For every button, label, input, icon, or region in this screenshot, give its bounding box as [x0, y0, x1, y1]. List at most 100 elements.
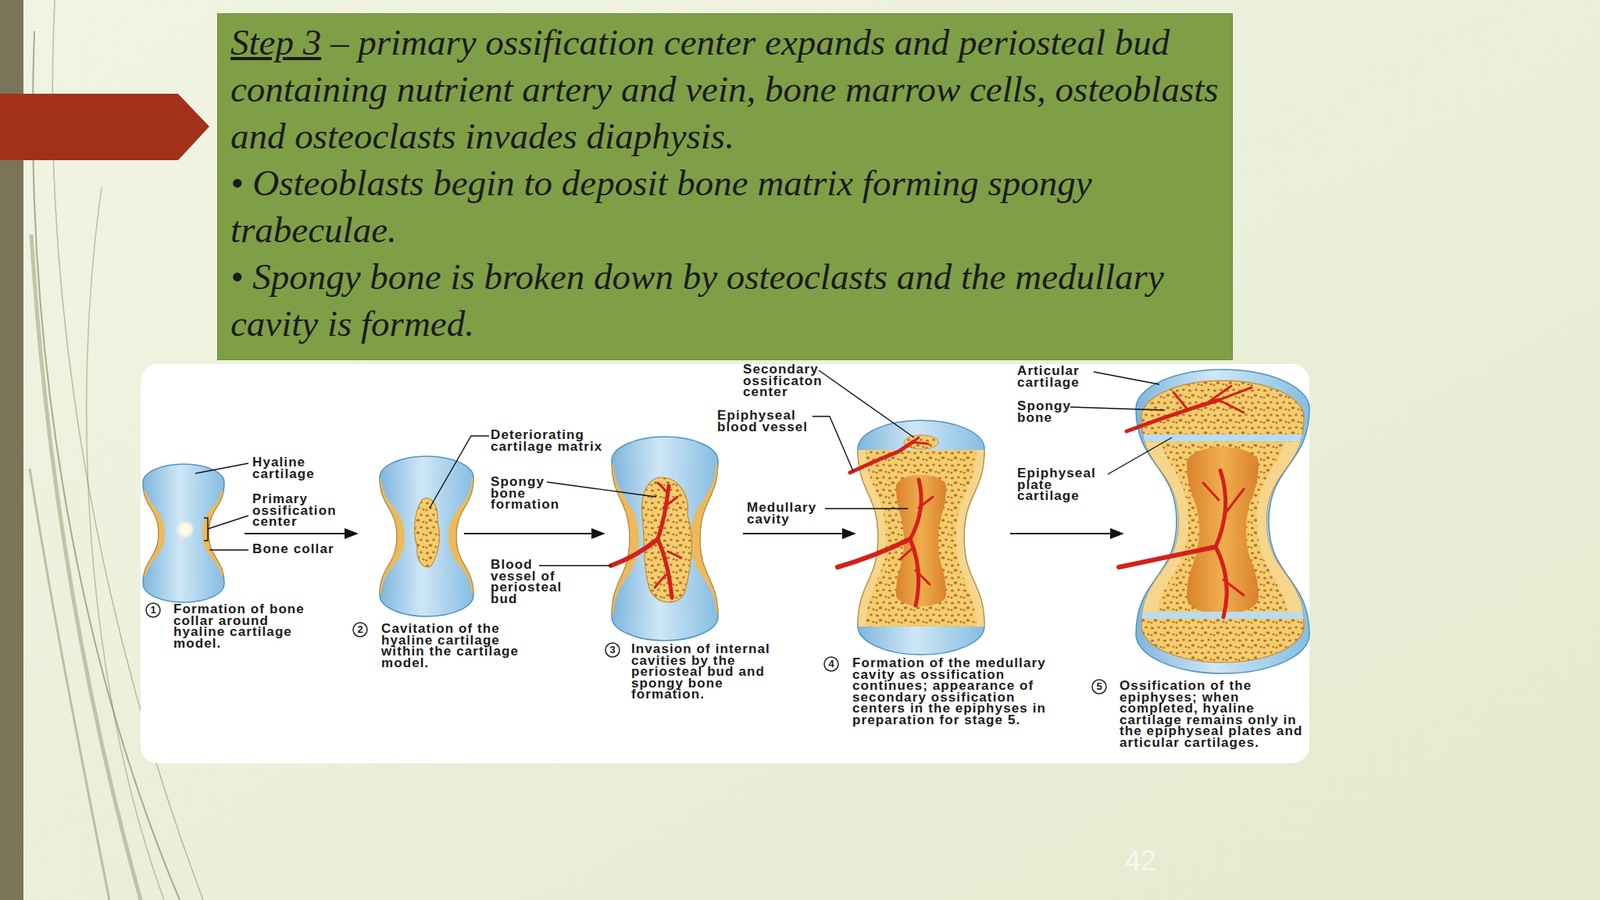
page-number: 42: [1125, 845, 1188, 877]
blood-vessel: [1173, 392, 1188, 410]
blood-vessel: [850, 442, 913, 473]
stage-arrow: [464, 532, 604, 535]
bone-model: [142, 464, 225, 603]
bone-model: [610, 436, 718, 641]
blood-vessel: [918, 496, 933, 508]
part-label: Epiphyseal blood vessel: [717, 410, 821, 433]
blood-vessel: [654, 575, 666, 588]
leader-line: [818, 370, 915, 438]
callout-circle: [146, 603, 161, 618]
part-label: Spongy bone formation: [490, 476, 573, 511]
bracket: [203, 517, 208, 541]
compact-bone: [857, 450, 985, 627]
leader-line: [825, 507, 908, 509]
part-label: Hyaline cartilage: [252, 457, 339, 480]
bone-collar: [611, 464, 718, 615]
blood-vessel: [1218, 400, 1244, 413]
leader-line: [1093, 371, 1160, 385]
step-caption: Cavitation of the hyaline cartilage with…: [381, 623, 534, 669]
blood-vessel: [663, 496, 678, 508]
spongy-bone: [414, 498, 440, 568]
spongy-bone: [865, 450, 977, 627]
blood-vessel: [1223, 489, 1244, 516]
part-label: Primary ossification center: [252, 493, 362, 529]
leader-line: [429, 435, 490, 508]
leader-line: [195, 463, 249, 474]
part-label: Blood vessel of periosteal bud: [490, 559, 579, 605]
compact-bone: [1141, 442, 1304, 612]
diaphysis: [857, 450, 985, 627]
step-caption: Formation of bone collar around hyaline …: [173, 603, 313, 650]
blood-vessels: [1118, 385, 1252, 618]
callout-number: 3: [605, 642, 620, 658]
stage-arrow: [244, 532, 358, 535]
blood-vessels: [610, 482, 682, 598]
epiphyseal-plate: [1125, 611, 1329, 619]
blood-vessel: [900, 546, 915, 560]
leader-line: [1070, 407, 1165, 411]
step-caption: Ossification of the epiphyses; when comp…: [1119, 680, 1311, 749]
blood-vessel: [1223, 579, 1244, 596]
callout-circle: [605, 642, 620, 658]
bone-collar-group: [611, 464, 718, 615]
blood-vessel: [915, 570, 930, 585]
articular-cartilage: [1135, 369, 1310, 674]
hyaline-cartilage: [857, 420, 985, 655]
callout-number: 1: [146, 603, 161, 618]
callout-circle: [824, 657, 839, 672]
leader-lines: [195, 370, 1172, 566]
blood-vessel: [1118, 546, 1216, 568]
text-box: Step 3– primary ossification center expa…: [217, 13, 1233, 361]
bone-collar-group: [379, 478, 474, 594]
part-label: Spongy bone: [1017, 400, 1088, 424]
hyaline-cartilage: [611, 436, 718, 641]
bone-collar: [142, 490, 225, 576]
part-label: Articular cartilage: [1017, 365, 1104, 389]
bone-model: [379, 456, 474, 617]
leader-line: [207, 515, 249, 529]
hyaline-cartilage: [142, 464, 225, 603]
body-text: • Spongy bone is broken down by osteocla…: [230, 253, 1220, 347]
hyaline-cartilage: [613, 464, 717, 615]
leader-line: [1107, 437, 1172, 475]
medullary-cavity: [1186, 446, 1259, 615]
decor-curve: [31, 234, 141, 900]
callout-number: 5: [1092, 679, 1107, 694]
diaphysis: [1141, 442, 1304, 612]
bone-collar: [379, 478, 474, 594]
stage-arrows: [244, 532, 1123, 535]
callout-number: 4: [824, 657, 839, 672]
hyaline-cartilage: [381, 478, 472, 594]
primary-ossification-center: [175, 520, 195, 540]
part-label: Epiphyseal plate cartilage: [1017, 467, 1105, 503]
blood-vessel: [1215, 470, 1226, 547]
part-label: Deteriorating cartilage matrix: [490, 429, 608, 453]
leader-line: [546, 482, 657, 497]
blood-vessel: [610, 539, 658, 566]
part-label: Medullary cavity: [746, 502, 833, 525]
spongy-bone: [1141, 380, 1304, 663]
leader-line: [539, 564, 611, 566]
bone-illustration: [142, 369, 1329, 674]
blood-vessel: [657, 482, 668, 493]
blood-vessel: [1204, 385, 1232, 405]
callout-circle: [1092, 679, 1107, 694]
hyaline-cartilage: [144, 490, 223, 576]
pointer-arrow: [0, 93, 210, 161]
blood-vessels: [837, 437, 933, 606]
body-text: • Osteoblasts begin to deposit bone matr…: [230, 159, 1220, 254]
step-heading: Step 3: [230, 21, 322, 63]
blood-vessel: [657, 485, 669, 540]
body-text: – primary ossification center expands an…: [230, 21, 1219, 157]
leader-line: [812, 416, 854, 472]
stage-arrow: [742, 532, 855, 535]
blood-vessel: [657, 539, 672, 598]
part-label: Secondary ossificaton center: [742, 364, 841, 399]
epiphyseal-plates: [1125, 434, 1329, 619]
bone-model: [1118, 369, 1329, 674]
callout-circle: [353, 622, 368, 637]
part-label: Bone collar: [252, 543, 378, 556]
blood-vessel: [667, 551, 682, 558]
